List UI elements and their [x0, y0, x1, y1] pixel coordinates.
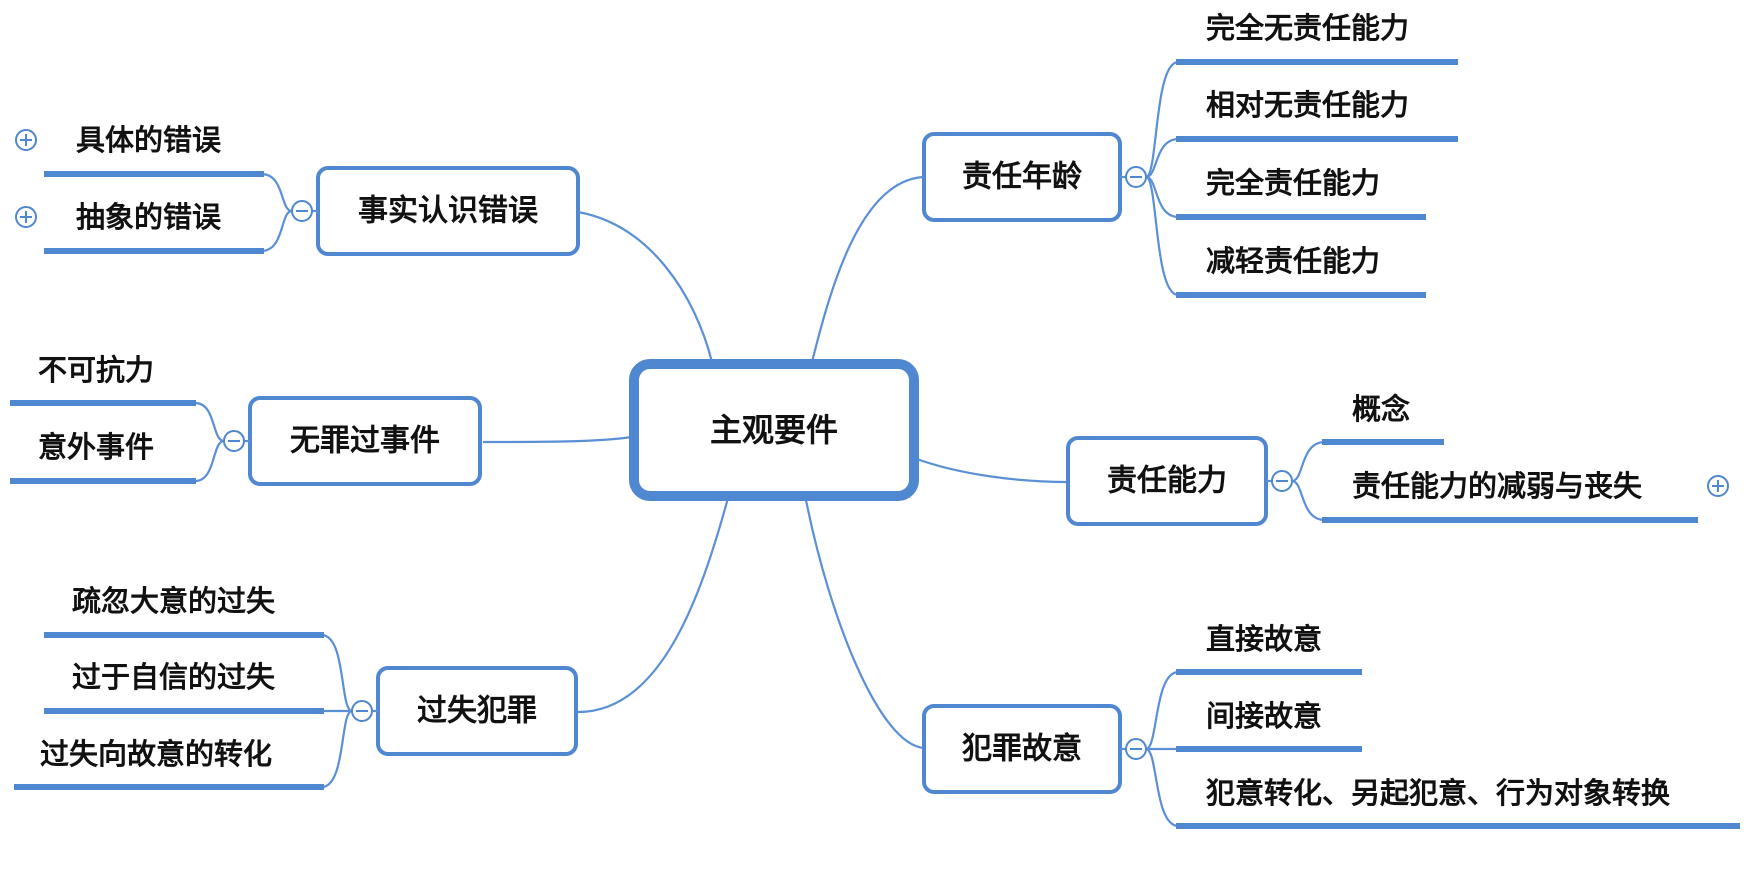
leaf-concrete-error: 具体的错误: [76, 123, 222, 157]
leaf-direct-intent: 直接故意: [1206, 622, 1322, 656]
collapse-toggle-responsibility-age[interactable]: [1125, 166, 1147, 188]
leaf-weakened-lost-capacity: 责任能力的减弱与丧失: [1352, 469, 1643, 503]
leaf-indirect-intent: 间接故意: [1206, 699, 1322, 733]
expand-toggle-concrete-error[interactable]: [15, 129, 37, 151]
expand-toggle-abstract-error[interactable]: [15, 206, 37, 228]
leaf-negligent-carelessness: 疏忽大意的过失: [72, 584, 276, 618]
leaf-full-capacity: 完全责任能力: [1206, 166, 1380, 200]
negligence-children: 疏忽大意的过失 过于自信的过失 过失向故意的转化: [14, 584, 378, 790]
intent-children: 直接故意 间接故意 犯意转化、另起犯意、行为对象转换: [1120, 622, 1740, 829]
no-fault-children: 不可抗力 意外事件: [10, 353, 250, 484]
topic-fact-error-label: 事实认识错误: [358, 194, 539, 229]
root-label: 主观要件: [710, 411, 838, 449]
leaf-full-no-capacity: 完全无责任能力: [1206, 11, 1409, 45]
leaf-abstract-error: 抽象的错误: [76, 200, 222, 234]
fact-error-children: 具体的错误 抽象的错误: [44, 123, 318, 254]
topic-responsibility-age-label: 责任年龄: [962, 160, 1083, 195]
topic-responsibility-capacity-label: 责任能力: [1107, 464, 1227, 499]
topic-no-fault-label: 无罪过事件: [290, 424, 440, 459]
leaf-negligence-to-intent: 过失向故意的转化: [40, 737, 272, 771]
collapse-toggle-criminal-intent[interactable]: [1125, 738, 1147, 760]
leaf-accident: 意外事件: [38, 430, 154, 464]
collapse-toggle-responsibility-capacity[interactable]: [1271, 470, 1293, 492]
topic-negligence-label: 过失犯罪: [417, 694, 537, 729]
leaf-reduced-capacity: 减轻责任能力: [1206, 244, 1380, 278]
leaf-concept: 概念: [1352, 392, 1410, 426]
topic-responsibility-capacity[interactable]: 责任能力: [1066, 436, 1268, 526]
collapse-toggle-no-fault[interactable]: [223, 430, 245, 452]
topic-criminal-intent[interactable]: 犯罪故意: [922, 704, 1122, 794]
capacity-children: 概念 责任能力的减弱与丧失: [1266, 392, 1698, 523]
leaf-intent-transformation: 犯意转化、另起犯意、行为对象转换: [1206, 776, 1671, 810]
leaf-relative-no-capacity: 相对无责任能力: [1206, 88, 1409, 122]
root-connectors: [482, 175, 1069, 750]
topic-criminal-intent-label: 犯罪故意: [961, 732, 1082, 767]
topic-fact-error[interactable]: 事实认识错误: [316, 166, 580, 256]
root-topic[interactable]: 主观要件: [629, 359, 919, 501]
collapse-toggle-negligence[interactable]: [351, 700, 373, 722]
leaf-overconfidence: 过于自信的过失: [72, 660, 276, 694]
topic-negligence[interactable]: 过失犯罪: [376, 666, 578, 756]
collapse-toggle-fact-error[interactable]: [291, 200, 313, 222]
topic-responsibility-age[interactable]: 责任年龄: [922, 132, 1122, 222]
expand-toggle-weakened-capacity[interactable]: [1707, 475, 1729, 497]
topic-no-fault[interactable]: 无罪过事件: [248, 396, 482, 486]
leaf-force-majeure: 不可抗力: [38, 353, 154, 387]
age-children: 完全无责任能力 相对无责任能力 完全责任能力 减轻责任能力: [1120, 11, 1458, 298]
